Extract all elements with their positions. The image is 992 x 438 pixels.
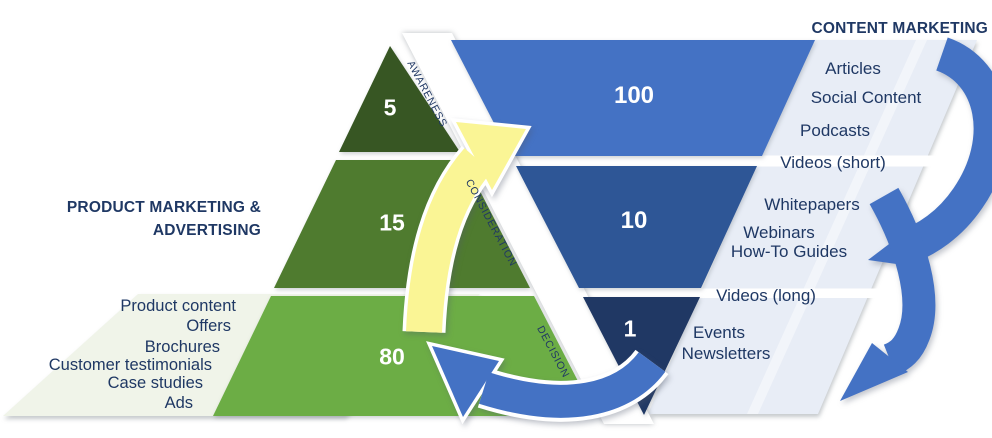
funnel-awareness-value: 100 (613, 82, 655, 109)
product-item-product-content: Product content (120, 297, 236, 315)
product-marketing-title-line1: PRODUCT MARKETING & (66, 199, 261, 216)
yellow-up-arrowhead-icon (456, 122, 526, 190)
blue-left-arrow (479, 351, 666, 418)
content-marketing-title: CONTENT MARKETING (811, 20, 988, 37)
separator-strip-consideration-decision (560, 288, 930, 298)
funnel-section-consideration (516, 166, 757, 288)
content-item-how-to-guides: How-To Guides (730, 242, 848, 261)
content-band-seam (747, 40, 927, 414)
content-item-videos-long: Videos (long) (716, 286, 816, 305)
product-item-customer-testimonials: Customer testimonials (48, 356, 212, 374)
pyramid-section-awareness (339, 46, 460, 152)
pyramid-awareness-value: 5 (383, 94, 397, 121)
product-item-offers: Offers (186, 317, 231, 335)
funnel-decision-value: 1 (623, 315, 637, 342)
content-item-podcasts: Podcasts (800, 121, 870, 140)
product-item-brochures: Brochures (144, 338, 220, 356)
right-swoosh-lower-arrow (869, 187, 936, 376)
content-item-videos-short: Videos (short) (780, 153, 886, 172)
product-marketing-title: PRODUCT MARKETING & ADVERTISING (67, 196, 261, 242)
blue-left-arrowhead-icon (432, 346, 499, 417)
funnel-consideration-value: 10 (620, 207, 648, 234)
separator-strip-awareness-consideration (505, 155, 935, 167)
content-item-whitepapers: Whitepapers (764, 195, 860, 214)
funnel-section-awareness (451, 40, 815, 156)
product-item-ads: Ads (164, 394, 193, 412)
right-swoosh-upper-arrow (894, 37, 992, 266)
content-item-webinars: Webinars (743, 223, 815, 242)
content-items-band (648, 40, 977, 414)
right-swoosh-lower-arrowhead-icon (840, 343, 908, 401)
product-item-case-studies: Case studies (107, 374, 203, 392)
content-item-articles: Articles (825, 59, 881, 78)
yellow-up-arrow (406, 148, 492, 333)
content-item-social-content: Social Content (810, 88, 922, 107)
content-item-newsletters: Newsletters (681, 344, 771, 363)
content-item-events: Events (693, 323, 745, 342)
pyramid-consideration-value: 15 (379, 209, 405, 236)
pyramid-decision-value: 80 (379, 343, 405, 370)
product-marketing-title-line2: ADVERTISING (152, 222, 261, 239)
